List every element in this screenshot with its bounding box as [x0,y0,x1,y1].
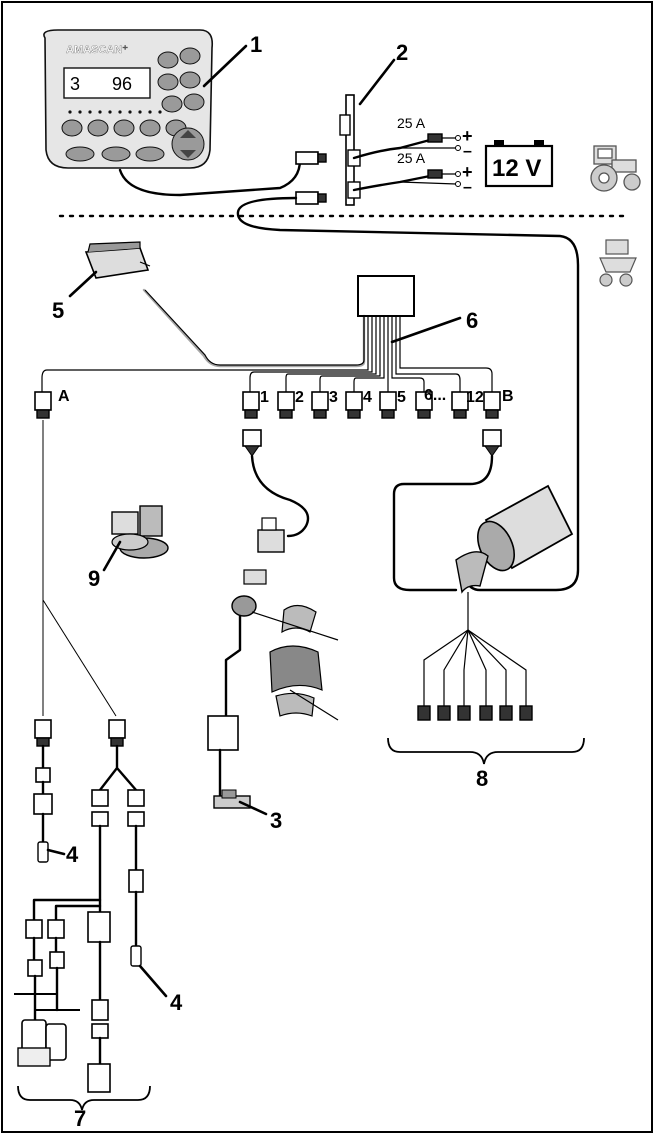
lift-sensor-harness [14,898,111,1093]
sensor-lead-plugs [417,705,533,721]
connector-b [483,391,501,419]
leader-4a [46,848,66,856]
terminal-cable [118,158,302,197]
sensor-leads [423,592,527,706]
y-harness [91,719,145,967]
terminal-display-right: 96 [112,74,132,94]
plus-sign: + [462,162,473,182]
speed-sensor [111,505,169,559]
port-label-3: 3 [329,389,338,406]
terminal-lug [455,145,461,151]
brace-7 [17,1085,151,1111]
minus-sign: – [463,179,472,196]
leader-4b [138,964,168,998]
valve-connector [243,517,285,585]
sensor-module [207,715,239,751]
port-label-12: 12 [466,389,484,406]
terminal-display [63,67,151,99]
terminal-led-row [68,110,162,114]
battery-label: 12 V [492,155,541,182]
terminal-lug [455,181,461,187]
tramline-sensor [84,241,151,279]
seed-drill-icon [599,239,637,287]
callout-9: 9 [88,566,100,591]
brace-8 [387,737,585,765]
callout-1: 1 [250,32,262,57]
terminal-plug [295,151,319,165]
callout-3: 3 [270,808,282,833]
mating-connector-b [482,429,502,457]
callout-2: 2 [396,40,408,65]
battery-icon [484,140,554,188]
mating-connector-1 [242,429,262,457]
leader-2 [358,58,396,106]
drive-sensor [455,484,574,594]
port-label-b: B [502,388,514,405]
port-label-1: 1 [260,389,269,406]
port-label-2: 2 [295,389,304,406]
leader-9 [102,540,122,572]
callout-4b: 4 [170,990,183,1015]
fuse-bottom-label: 25 A [397,150,426,166]
leader-6 [390,316,462,344]
port-label-a: A [58,388,70,405]
callout-7: 7 [74,1106,86,1131]
port-label-5: 5 [397,389,406,406]
terminal-display-left: 3 [70,74,80,94]
power-plug [295,191,319,205]
fuse-top [427,133,443,143]
guide-line [42,599,117,717]
tractor-icon [590,145,641,192]
callout-5: 5 [52,298,64,323]
terminal-lug [455,171,461,177]
leader-3 [238,800,268,816]
leader-5 [68,270,98,298]
blockage-sensor [207,595,257,809]
fuse-top-label: 25 A [397,115,426,131]
wire-bundle [41,289,493,392]
leader-1 [202,44,248,88]
terminal-buttons [61,47,205,162]
cable-set-left [33,719,53,863]
port-label-6: 6... [424,387,446,404]
terminal-brand: AMASCAN⁺ [66,44,128,56]
connector-row [242,391,469,419]
amascan-terminal: AMASCAN⁺ 3 96 [43,29,214,169]
seed-hose [251,604,339,721]
sensor-cable-b [392,454,494,592]
fuse-bottom [427,169,443,179]
connector-a [34,391,52,419]
terminal-plug-socket [317,153,327,163]
minus-sign: – [463,143,472,160]
power-wire-bottom [352,174,432,192]
callout-8: 8 [476,766,488,791]
power-wire-top [352,138,432,160]
distribution-box [357,275,415,317]
port-label-4: 4 [363,389,372,406]
callout-6: 6 [466,308,478,333]
callout-4a: 4 [66,842,79,867]
main-harness-cable [236,196,580,592]
plus-sign: + [462,126,473,146]
power-plug-socket [317,193,327,203]
terminal-lug [455,135,461,141]
sensor-cable-1 [250,454,310,538]
